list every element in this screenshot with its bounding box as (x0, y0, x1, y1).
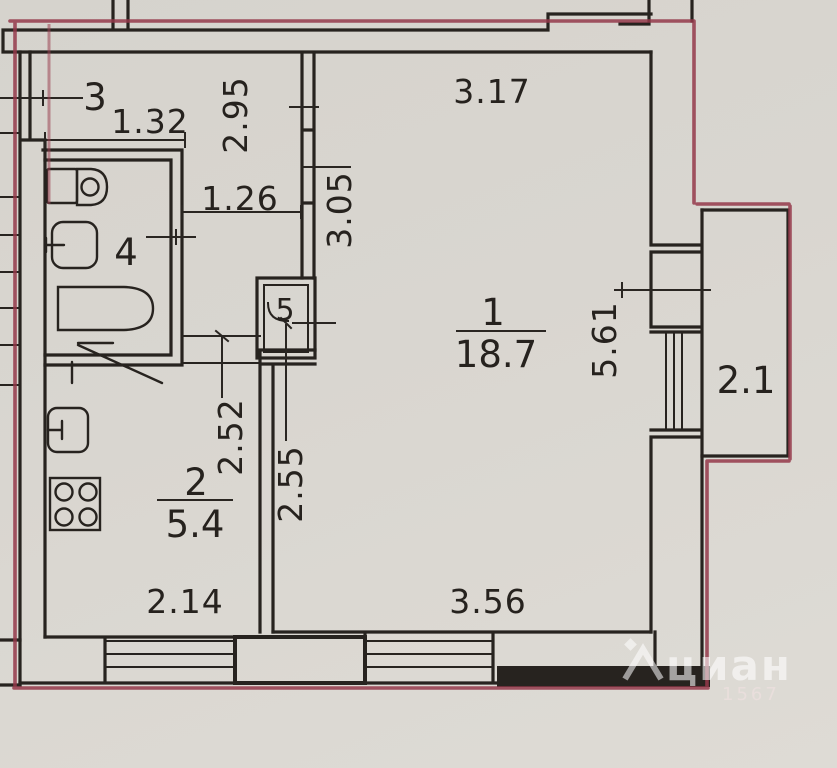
kitchen-wall-lines (258, 348, 317, 634)
red-boundary-line (8, 19, 792, 690)
cian-logo-diamond-icon (624, 638, 637, 651)
toilet-icon (45, 167, 109, 207)
neighbor-wall-ticks (0, 132, 19, 386)
bottom-wall (0, 630, 710, 687)
dim-line-work (0, 90, 711, 501)
sink-tap (44, 236, 66, 254)
stove-icon (48, 476, 102, 532)
room1-number-label: 1 (481, 291, 505, 334)
bathroom-wall-lines (41, 148, 184, 367)
bathroom-number-label: 4 (114, 231, 138, 274)
labels: 3 1.32 3.17 2.95 1.26 3.05 4 5 1 18.7 5.… (83, 72, 775, 621)
top-wall (1, 0, 694, 54)
corridor-wall-lines (300, 51, 316, 280)
burner-4 (78, 507, 98, 527)
dim-room1-right-depth-label: 5.61 (585, 301, 624, 378)
dim-room1-top-width-label: 3.17 (453, 72, 530, 111)
window-pier (233, 635, 367, 685)
dimension-lines (0, 90, 711, 501)
hallway-number-label: 3 (83, 76, 107, 119)
red-boundary (8, 19, 792, 690)
kitchen-window-icon (104, 640, 236, 668)
bathroom-sink-icon (44, 220, 99, 270)
room1-window-icon (364, 640, 494, 668)
burner-1 (54, 482, 74, 502)
dim-hallway-depth-label: 2.95 (216, 76, 255, 153)
kitchen-number-label: 2 (184, 461, 208, 504)
room1-area-label: 18.7 (455, 333, 537, 376)
balcony-area-label: 2.1 (717, 359, 776, 402)
dim-room1-lower-depth-label: 2.55 (271, 445, 310, 522)
corridor-wall (300, 51, 316, 280)
left-wall (0, 50, 47, 687)
watermark-brand-text: циан (666, 641, 792, 690)
left-wall-lines (18, 50, 47, 687)
dim-corridor-width-label: 1.26 (201, 179, 278, 218)
kitchen-area-label: 5.4 (166, 503, 225, 546)
burner-2 (78, 482, 98, 502)
closet-number-label: 5 (275, 293, 294, 328)
dim-hallway-width-label: 1.32 (111, 102, 188, 141)
toilet-bowl (75, 167, 109, 207)
kitchen-wall (258, 348, 317, 634)
top-wall-lines (1, 0, 694, 54)
door-leaf (70, 341, 164, 385)
dim-kitchen-width-label: 2.14 (146, 582, 223, 621)
watermark-id-text: 1567 (722, 684, 780, 705)
toilet-drain (80, 177, 100, 197)
stove-body (48, 476, 102, 532)
bathroom-door-swing-icon (70, 341, 164, 385)
toilet-tank (45, 167, 79, 205)
cian-house-logo-icon (622, 643, 664, 681)
balcony-outline (700, 208, 790, 458)
dim-room1-bottom-width-label: 3.56 (449, 582, 526, 621)
balcony-walls (700, 208, 790, 458)
bathtub-outline (56, 285, 155, 332)
burner-3 (54, 507, 74, 527)
kitchen-sink-tap (46, 419, 64, 441)
balcony-window-icon (665, 331, 683, 431)
dim-kitchen-depth-label: 2.52 (211, 398, 250, 475)
kitchen-sink-icon (46, 406, 90, 454)
dim-room1-upper-depth-label: 3.05 (320, 171, 359, 248)
watermark: циан 1567 (622, 638, 792, 705)
bathtub-icon (56, 285, 155, 332)
